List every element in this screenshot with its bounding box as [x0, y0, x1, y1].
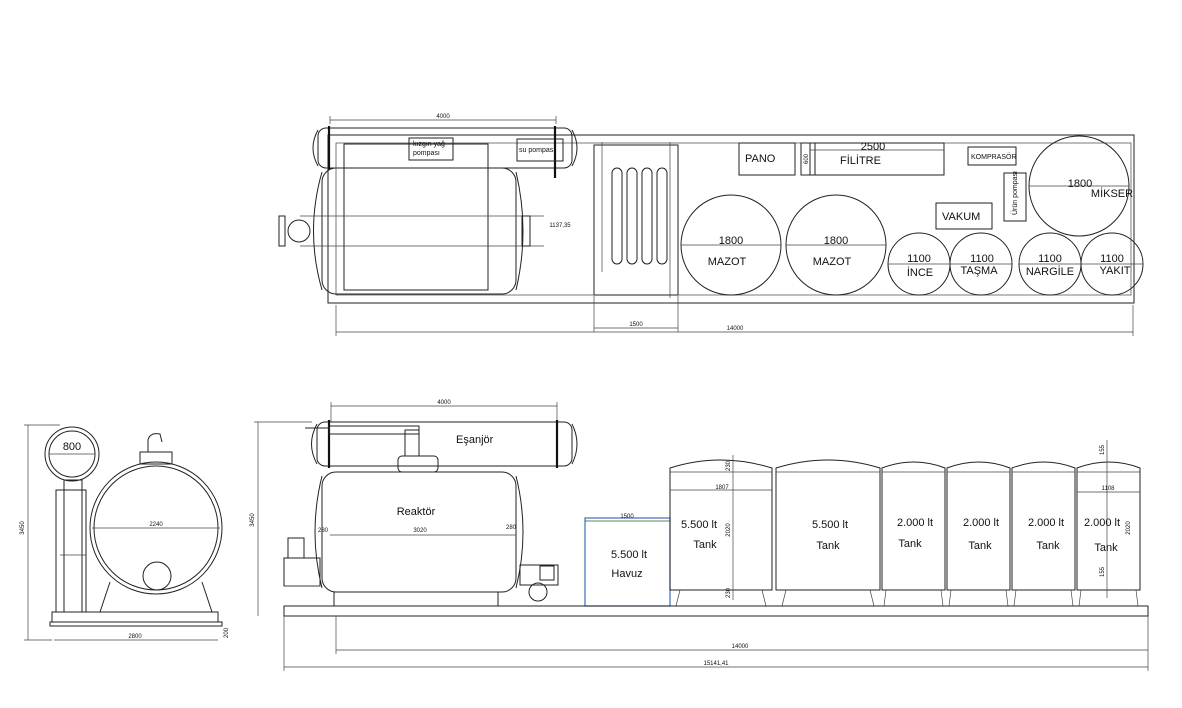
top-tank-name: TAŞMA — [960, 265, 998, 277]
pipe-length-dim: 1137,35 — [549, 223, 571, 229]
front-exchanger-dim: 4000 — [437, 400, 451, 406]
side-base-width-dim: 2800 — [128, 634, 142, 640]
overall-length-dim: 15141,41 — [703, 661, 729, 667]
side-base-height-dim: 200 — [224, 627, 230, 638]
top-tank-size: 1800 — [719, 235, 743, 247]
top-tank-size: 1100 — [1038, 253, 1062, 265]
reactor-top: 1137,35 — [278, 143, 571, 295]
mikser-label: MİKSER — [1091, 187, 1133, 200]
side-height-dim: 3450 — [20, 521, 26, 535]
top-tank-6: 1100 YAKIT — [1080, 232, 1144, 296]
vakum-label: VAKUM — [942, 211, 980, 223]
tank-label: Tank — [1036, 540, 1060, 552]
havuz-label-1: 5.500 lt — [611, 549, 647, 561]
filter-coil-unit: 1500 — [593, 142, 679, 332]
tank-capacity: 2.000 lt — [1084, 517, 1120, 529]
tank-capacity: 2.000 lt — [1028, 517, 1064, 529]
top-tank-size: 1100 — [907, 253, 931, 265]
small-tank-width-dim: 1108 — [1102, 486, 1116, 492]
side-view: 3450 800 2240 2800 200 — [20, 424, 230, 641]
top-tank-4: 1100 TAŞMA — [949, 232, 1013, 296]
tank-capacity: 2.000 lt — [963, 517, 999, 529]
front-height-dim: 3450 — [250, 513, 256, 527]
tank-capacity: 2.000 lt — [897, 517, 933, 529]
reactor-side-left-dim: 280 — [318, 528, 329, 534]
front-tank-2: 5.500 lt Tank — [775, 459, 881, 607]
tank-label: Tank — [1094, 542, 1118, 554]
side-diameter-dim: 2240 — [149, 522, 163, 528]
hot-oil-pump-label-2: pompası — [413, 150, 440, 157]
top-tank-name: MAZOT — [708, 256, 747, 268]
small-tank-top-dim: 155 — [1100, 444, 1106, 455]
mikser-size: 1800 — [1068, 178, 1092, 190]
top-tank-size: 1100 — [1100, 253, 1124, 265]
water-pump-label: su pompası — [519, 147, 555, 154]
filtre-box — [809, 142, 945, 176]
platform — [283, 605, 1149, 617]
top-tank-size: 1800 — [824, 235, 848, 247]
pano-box — [738, 142, 796, 176]
tank-height-dim: 2020 — [726, 523, 732, 537]
kompresor-label: KOMPRASÖR — [971, 153, 1017, 161]
platform-length-dim: 14000 — [732, 644, 749, 650]
havuz-width-dim: 1500 — [620, 514, 634, 520]
front-tank-3: 2.000 lt Tank — [881, 461, 946, 607]
filter-box-dim: 1500 — [629, 322, 643, 328]
top-tank-1: 1800 MAZOT — [680, 194, 782, 296]
top-inner-outline — [335, 142, 1132, 296]
tank-label: Tank — [693, 539, 717, 551]
top-tank-5: 1100 NARGİLE — [1018, 232, 1082, 296]
vakum-box — [935, 202, 993, 230]
reactor-side-right-dim: 280 — [506, 525, 517, 531]
kompresor-box — [967, 146, 1017, 166]
front-view: 3450 4000 Eşanjör 3020 280 280 Reaktör — [250, 400, 1149, 671]
exchanger-length-dim: 4000 — [436, 114, 450, 120]
top-tank-name: YAKIT — [1100, 265, 1131, 277]
reactor-length-dim: 3020 — [413, 528, 427, 534]
front-tank-1: 1807 230 2020 230 5.500 lt Tank — [669, 455, 773, 607]
tank-capacity: 5.500 lt — [681, 519, 717, 531]
top-tank-name: NARGİLE — [1026, 265, 1074, 278]
top-outline — [327, 134, 1135, 304]
tank-label: Tank — [968, 540, 992, 552]
front-tank-5: 2.000 lt Tank — [1011, 461, 1076, 607]
reaktor-label: Reaktör — [397, 506, 436, 518]
hot-oil-pump-label-1: kızgın yağ — [413, 141, 445, 148]
filtre-small-box — [800, 142, 816, 176]
filtre-label: FİLİTRE — [840, 154, 881, 167]
havuz-label-2: Havuz — [611, 568, 642, 580]
top-tank-name: MAZOT — [813, 256, 852, 268]
product-pump-label: Ürün pompası — [1011, 171, 1019, 215]
tank-label: Tank — [898, 538, 922, 550]
small-tank-height-dim: 2020 — [1126, 521, 1132, 535]
front-flange — [287, 537, 305, 559]
havuz-box — [584, 517, 671, 607]
front-tank-4: 2.000 lt Tank — [946, 461, 1011, 607]
tank-top-dim: 230 — [726, 460, 732, 471]
water-pump-box — [516, 138, 564, 162]
top-tank-3: 1100 İNCE — [887, 232, 951, 296]
tank-width-dim: 1807 — [715, 485, 729, 491]
top-view: 4000 1137,35 kızgın yağ pompası su pompa… — [278, 114, 1144, 336]
hot-oil-pump-box — [408, 137, 454, 161]
pano-label: PANO — [745, 153, 776, 165]
top-tank-size: 1100 — [970, 253, 994, 265]
tank-capacity: 5.500 lt — [812, 519, 848, 531]
product-pump-box — [1003, 172, 1027, 222]
top-tank-2: 1800 MAZOT — [785, 194, 887, 296]
pano-width-dim: 600 — [804, 153, 810, 164]
top-overall-dim: 14000 — [727, 326, 744, 332]
tank-label: Tank — [816, 540, 840, 552]
top-tank-name: İNCE — [907, 266, 933, 279]
front-pump — [519, 564, 559, 586]
exchanger-diameter: 800 — [63, 441, 81, 453]
tank-bottom-dim: 230 — [726, 587, 732, 598]
filtre-length-dim: 2500 — [861, 141, 885, 153]
esanjor-label: Eşanjör — [456, 434, 494, 446]
small-tank-bottom-dim: 155 — [1100, 566, 1106, 577]
front-tank-6: 1108 155 2020 155 2.000 lt Tank — [1076, 440, 1141, 607]
